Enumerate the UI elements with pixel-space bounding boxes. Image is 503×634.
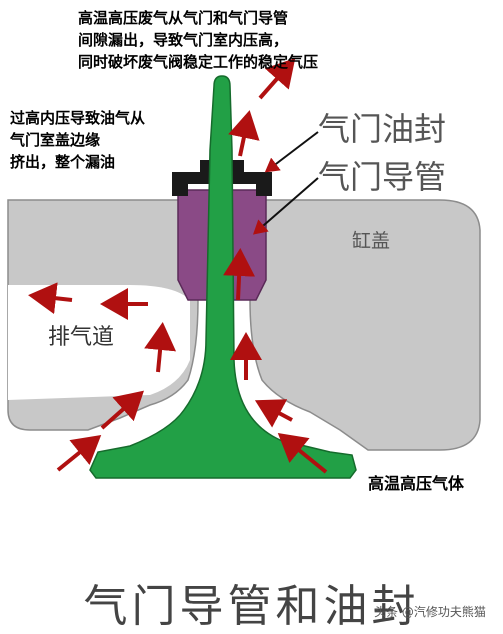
left-annotation: 过高内压导致油气从 气门室盖边缘 挤出，整个漏油 [10,107,145,173]
high-temp-gas-label: 高温高压气体 [368,474,465,493]
guide-pointer-line [252,177,319,235]
gas-flow-arrows [28,58,328,474]
top-annotation: 高温高压废气从气门和气门导管 间隙漏出，导致气门室内压高， 同时破坏废气阀稳定工… [78,7,318,73]
diagram-title: 气门导管和油封 [83,581,420,632]
cylinder-head-label: 缸盖 [352,230,391,252]
valve-guide-label: 气门导管 [318,158,447,196]
flow-arrow [56,434,102,472]
left-annotation-line: 挤出，整个漏油 [10,153,116,171]
flow-arrow [228,110,260,157]
flow-arrow [254,399,293,428]
top-annotation-line: 同时破坏废气阀稳定工作的稳定气压 [78,53,319,71]
valve-seal-label: 气门油封 [318,110,447,148]
left-annotation-line: 气门室盖边缘 [10,131,101,149]
flow-arrow [144,322,177,373]
top-annotation-line: 间隙漏出，导致气门室内压高， [78,31,289,49]
flow-arrow [223,248,256,301]
left-annotation-line: 过高内压导致油气从 [10,109,146,127]
valve [89,75,357,479]
top-annotation-line: 高温高压废气从气门和气门导管 [78,9,289,27]
flow-arrow [28,282,73,315]
exhaust-port-label: 排气道 [48,325,115,350]
watermark: 头条 @汽修功夫熊猫 [374,605,486,619]
flow-arrow [258,58,296,100]
flow-arrow [277,432,328,474]
seal-pointer-line [264,131,319,173]
flow-arrow [100,390,144,430]
